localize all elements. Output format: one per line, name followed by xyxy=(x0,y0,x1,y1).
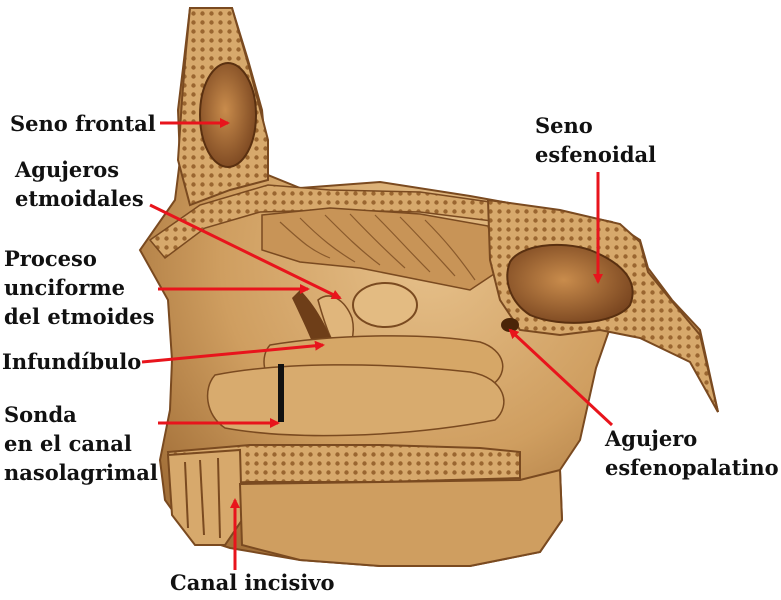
label-agujeros-etmoidales: Agujeros etmoidales xyxy=(15,157,144,211)
sphenoid-sinus-cavity xyxy=(506,243,634,324)
label-sonda: Sonda en el canal nasolagrimal xyxy=(4,402,158,485)
frontal-sinus-cavity xyxy=(199,62,257,168)
label-canal-incisivo: Canal incisivo xyxy=(170,570,335,595)
label-proceso-unciforme: Proceso unciforme del etmoides xyxy=(4,246,155,329)
ethmoid-bulla xyxy=(352,282,418,328)
incisive-region xyxy=(166,448,244,546)
nasolacrimal-probe xyxy=(278,364,284,422)
label-agujero-esfenopalatino: Agujero esfenopalatino xyxy=(605,426,779,480)
arrow-agujeros-etmoidales xyxy=(149,203,342,300)
superior-turbinate xyxy=(261,207,501,291)
arrow-agujero-esfenopalatino xyxy=(508,328,614,427)
label-infundibulo: Infundíbulo xyxy=(2,349,142,374)
sphenopalatine-foramen xyxy=(501,318,519,332)
label-seno-esfenoidal: Seno esfenoidal xyxy=(535,113,657,167)
label-seno-frontal: Seno frontal xyxy=(10,111,156,136)
alveolar-process xyxy=(238,468,564,567)
pointer-arrows xyxy=(141,118,614,570)
turbinate-striations xyxy=(279,213,476,281)
inferior-turbinate xyxy=(206,364,505,437)
arrow-infundibulo xyxy=(141,340,325,364)
tooth-roots xyxy=(184,457,221,539)
